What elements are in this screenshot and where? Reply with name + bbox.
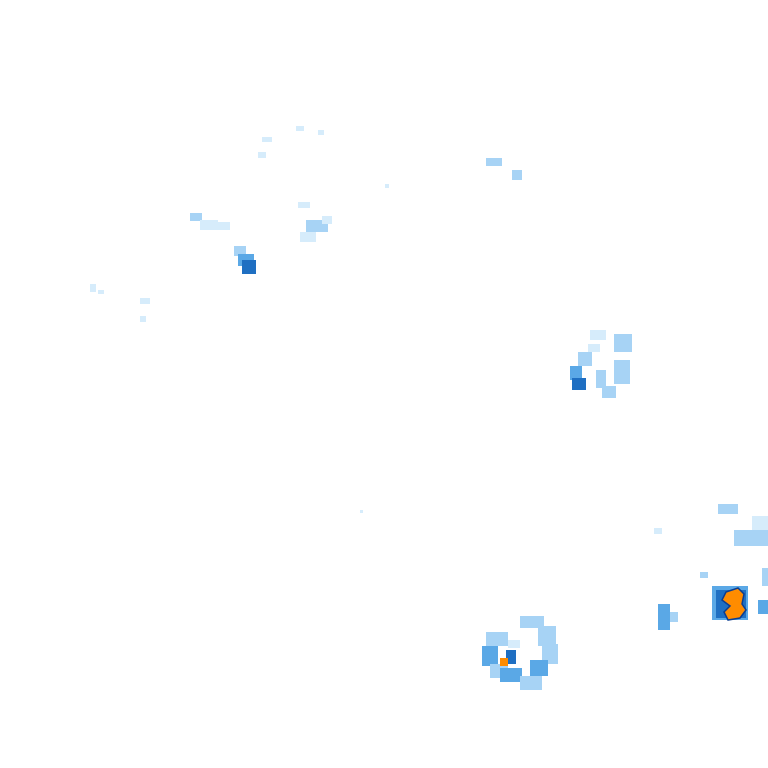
echo-cell (296, 126, 304, 131)
echo-cell (360, 510, 363, 513)
echo-cell (596, 370, 606, 388)
echo-cell (570, 366, 582, 380)
echo-cell (486, 158, 502, 166)
echo-cell (572, 378, 586, 390)
echo-cell (670, 612, 678, 622)
echo-cell (140, 316, 146, 322)
echo-cell (322, 216, 332, 224)
echo-cluster-n-small (486, 158, 522, 180)
echo-cell (506, 650, 516, 664)
echo-cell (520, 676, 542, 690)
echo-cell (98, 290, 104, 294)
echo-cell (658, 604, 670, 630)
echo-cell (140, 298, 150, 304)
echo-cell (578, 352, 592, 366)
echo-cell (500, 668, 522, 682)
echo-cluster-e-ring (570, 330, 632, 398)
echo-cell (654, 528, 662, 534)
echo-cell (590, 330, 606, 340)
echo-cell (385, 184, 389, 188)
echo-cluster-nw-scatter (190, 126, 389, 242)
echo-cluster-w-specks (90, 284, 363, 513)
echo-cell (298, 202, 310, 208)
echo-cell (614, 360, 630, 384)
echo-cell (588, 344, 600, 352)
echo-cell (242, 260, 256, 274)
echo-cell (500, 658, 508, 666)
echo-cell (512, 170, 522, 180)
echo-cell (482, 646, 498, 666)
echo-cell (200, 220, 218, 230)
echo-cell (758, 600, 768, 614)
echo-cell (602, 386, 616, 398)
echo-cell (542, 644, 558, 664)
echo-cell (538, 626, 556, 646)
echo-cell (234, 246, 246, 256)
echo-cell (762, 568, 768, 586)
echo-core (721, 587, 747, 621)
echo-cell (486, 632, 508, 646)
echo-cell (752, 516, 768, 530)
echo-cell (90, 284, 96, 292)
echo-cluster-se-ring (482, 616, 558, 690)
echo-cluster-se-cell (658, 572, 748, 630)
echo-cell (700, 572, 708, 578)
echo-cell (318, 130, 324, 135)
echo-cell (718, 504, 738, 514)
echo-cell (262, 137, 272, 142)
echo-cell (734, 530, 768, 546)
echo-cluster-far-e (654, 504, 768, 614)
echo-cell (530, 660, 548, 676)
echo-cell (218, 222, 230, 230)
echo-cell (258, 152, 266, 158)
echo-cell (614, 334, 632, 352)
echo-cell (508, 640, 520, 648)
echo-cluster-nw-core (234, 246, 256, 274)
echo-cell (520, 616, 544, 628)
echo-cell (190, 213, 202, 221)
echo-cell (300, 232, 316, 242)
